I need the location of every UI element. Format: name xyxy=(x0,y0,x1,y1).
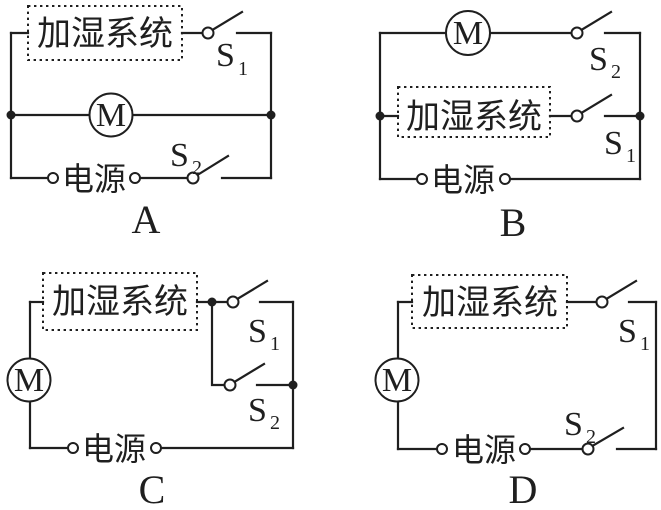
circuit-option-d: 加湿系统 M 电源 S 1 S 2 D xyxy=(330,250,661,510)
switch2-label: S xyxy=(589,41,608,78)
junction-dot-top xyxy=(207,297,217,307)
humidifier-label: 加湿系统 xyxy=(37,15,173,53)
circuit-c-diagram: 加湿系统 M 电源 S 1 S 2 C xyxy=(6,272,298,510)
wiring-a xyxy=(9,10,273,180)
switch1-label: S xyxy=(248,313,267,350)
switch-blade-s2 xyxy=(592,426,625,447)
motor-circle xyxy=(445,10,491,56)
wiring-b xyxy=(378,10,642,181)
switch2-subscript: 2 xyxy=(270,412,280,434)
option-letter-b: B xyxy=(500,200,527,245)
junction-dot-right xyxy=(635,111,645,121)
power-label: 电源 xyxy=(62,161,126,197)
switch2-subscript: 2 xyxy=(611,61,621,83)
humidifier-label: 加湿系统 xyxy=(406,98,542,136)
switch-blade-s1 xyxy=(237,279,269,300)
humidifier-box xyxy=(27,5,183,61)
switch1-label: S xyxy=(604,125,623,162)
motor-label: M xyxy=(14,362,44,399)
motor-circle xyxy=(374,357,420,403)
switch-pivot-s2 xyxy=(581,442,595,456)
switch1-label: S xyxy=(216,37,235,74)
switch-blade-s2 xyxy=(197,154,230,176)
switch-pivot-s2 xyxy=(570,26,584,40)
option-letter-d: D xyxy=(509,467,538,510)
power-terminal-left xyxy=(416,173,428,185)
motor-label: M xyxy=(382,362,412,399)
option-letter-c: C xyxy=(139,467,166,510)
switch-blade-s2 xyxy=(581,10,613,31)
power-terminal-left xyxy=(67,442,79,454)
power-terminal-left xyxy=(47,172,59,184)
switch-blade-s1 xyxy=(606,279,638,300)
humidifier-label: 加湿系统 xyxy=(52,283,188,321)
switch-pivot-s2 xyxy=(223,378,237,392)
switch-pivot-s1 xyxy=(201,26,215,40)
switch2-subscript: 2 xyxy=(586,426,596,448)
humidifier-box xyxy=(411,274,568,329)
switch1-subscript: 1 xyxy=(640,333,650,355)
switch2-label: S xyxy=(564,406,583,443)
switch1-subscript: 1 xyxy=(238,58,248,80)
circuit-b-diagram: M 加湿系统 电源 S 2 S 1 B xyxy=(375,10,645,245)
circuit-option-a: 加湿系统 M 电源 S 1 S 2 A xyxy=(0,0,330,250)
switch1-subscript: 1 xyxy=(626,145,636,167)
motor-label: M xyxy=(453,15,483,52)
power-label: 电源 xyxy=(82,431,146,467)
power-terminal-right xyxy=(519,443,531,455)
circuit-option-b: M 加湿系统 电源 S 2 S 1 B xyxy=(330,0,661,250)
switch2-label: S xyxy=(170,137,189,174)
switch-blade-s2 xyxy=(234,362,266,383)
junction-dot-left xyxy=(6,110,16,120)
power-label: 电源 xyxy=(431,162,495,198)
junction-dot-right xyxy=(266,110,276,120)
power-terminal-right xyxy=(150,442,162,454)
switch-pivot-s1 xyxy=(570,109,584,123)
switch2-subscript: 2 xyxy=(192,157,202,179)
humidifier-label: 加湿系统 xyxy=(422,284,558,322)
motor-label: M xyxy=(96,97,126,134)
switch-blade-s1 xyxy=(581,93,613,114)
motor-circle xyxy=(88,92,134,138)
humidifier-box xyxy=(397,86,551,138)
option-letter-a: A xyxy=(132,197,161,242)
switch-pivot-s2 xyxy=(186,171,200,185)
power-terminal-right xyxy=(129,172,141,184)
circuit-d-diagram: 加湿系统 M 电源 S 1 S 2 D xyxy=(374,274,658,510)
circuit-option-c: 加湿系统 M 电源 S 1 S 2 C xyxy=(0,250,330,510)
power-terminal-right xyxy=(499,173,511,185)
circuit-a-diagram: 加湿系统 M 电源 S 1 S 2 A xyxy=(6,5,276,242)
switch-pivot-s1 xyxy=(595,295,609,309)
switch-pivot-s1 xyxy=(226,295,240,309)
humidifier-box xyxy=(42,272,198,331)
junction-dot-right xyxy=(288,380,298,390)
motor-circle xyxy=(6,357,52,403)
switch1-label: S xyxy=(618,313,637,350)
switch2-label: S xyxy=(248,392,267,429)
switch1-subscript: 1 xyxy=(270,333,280,355)
parallel-branch-wire xyxy=(210,300,227,387)
power-label: 电源 xyxy=(452,432,516,468)
switch-blade-s1 xyxy=(212,10,244,31)
junction-dot-left xyxy=(375,111,385,121)
power-terminal-left xyxy=(436,443,448,455)
